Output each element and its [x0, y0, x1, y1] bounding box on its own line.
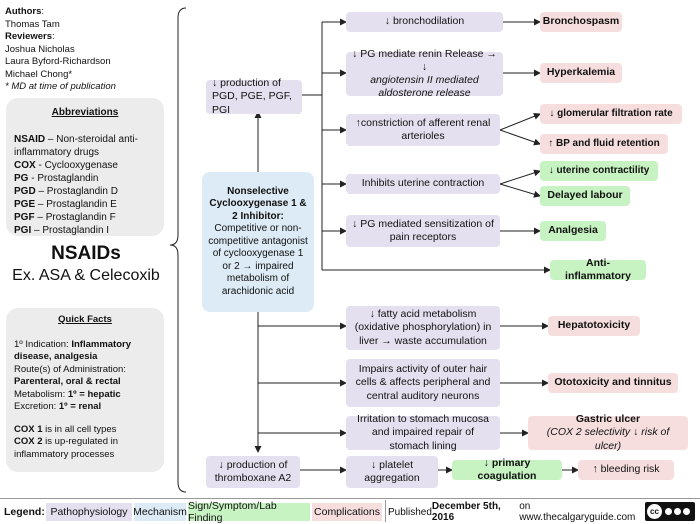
reviewer-name: Michael Chong*	[5, 68, 73, 80]
abbreviation-item: COX - Cyclooxygenase	[14, 160, 118, 171]
page-title: NSAIDs	[51, 243, 121, 264]
page-subtitle: Ex. ASA & Celecoxib	[12, 267, 160, 284]
author-note: * MD at time of publication	[5, 81, 116, 92]
bp-box: ↑ BP and fluid retention	[540, 134, 668, 154]
hyperkalemia-box: Hyperkalemia	[540, 63, 622, 83]
authors-block: Authors: Thomas Tam Reviewers: Joshua Ni…	[5, 6, 175, 94]
reviewers-label: Reviewers	[5, 31, 53, 42]
brace-left	[169, 7, 187, 493]
stomach-box: Irritation to stomach mucosa and impaire…	[346, 413, 500, 452]
mechanism-body: Competitive or non-competitive antagonis…	[208, 223, 308, 297]
abbreviation-item: PGE – Prostaglandin E	[14, 199, 117, 210]
coagulation-box: ↓ primary coagulation	[452, 457, 562, 482]
platelet-box: ↓ platelet aggregation	[346, 456, 438, 488]
reviewer-name: Laura Byford-Richardson	[5, 56, 111, 67]
delayed-labour-box: Delayed labour	[540, 186, 630, 206]
legend-label: Legend:	[4, 506, 45, 518]
renin-line1: ↓ PG mediate renin Release → ↓	[352, 47, 497, 73]
route-value: Parenteral, oral & rectal	[14, 376, 121, 387]
uterine-contractility-box: ↓ uterine contractility	[540, 161, 658, 181]
hair-cells-box: Impairs activity of outer hair cells & a…	[346, 359, 500, 407]
route: Route(s) of Administration:	[14, 363, 126, 375]
renin-box: ↓ PG mediate renin Release → ↓ angiotens…	[346, 48, 503, 99]
cox2-fact: COX 2 is up-regulated in inflammatory pr…	[14, 436, 119, 460]
bronchodilation-box: ↓ bronchodilation	[346, 12, 503, 32]
hepatotoxicity-box: Hepatotoxicity	[548, 316, 640, 336]
quick-facts-title: Quick Facts	[58, 314, 112, 325]
afferent-box: ↑constriction of afferent renal arteriol…	[346, 114, 500, 146]
mechanism-title: Nonselective Cyclooxygenase 1 & 2 Inhibi…	[209, 185, 307, 222]
renin-line2: angiotensin II mediated aldosterone rele…	[370, 74, 479, 100]
page-title-block: NSAIDs Ex. ASA & Celecoxib	[0, 243, 172, 285]
reviewer-name: Joshua Nicholas	[5, 43, 75, 55]
legend-pathophysiology: Pathophysiology	[46, 503, 132, 521]
gastric-ulcer-title: Gastric ulcer	[575, 413, 641, 426]
pain-box: ↓ PG mediated sensitization of pain rece…	[346, 215, 500, 247]
abbreviation-item: PGI – Prostaglandin I	[14, 225, 110, 236]
gfr-box: ↓ glomerular filtration rate	[540, 104, 682, 124]
analgesia-box: Analgesia	[540, 221, 606, 241]
thromboxane-box: ↓ production of thromboxane A2	[206, 456, 300, 488]
fatty-acid-box: ↓ fatty acid metabolism (oxidative phosp…	[346, 306, 500, 350]
indication: 1º Indication: Inflammatory disease, ana…	[14, 338, 131, 363]
gastric-ulcer-box: Gastric ulcer (COX 2 selectivity ↓ risk …	[528, 413, 688, 452]
metabolism: Metabolism: 1º = hepatic	[14, 388, 121, 400]
abbreviation-item: PGF – Prostaglandin F	[14, 212, 116, 223]
author-name: Thomas Tam	[5, 18, 60, 30]
excretion: Excretion: 1º = renal	[14, 401, 102, 412]
bronchospasm-box: Bronchospasm	[540, 12, 622, 32]
pg-production-box: ↓ production of PGD, PGE, PGF, PGI	[206, 77, 302, 116]
abbreviation-item: PGD – Prostaglandin D	[14, 186, 118, 197]
ototoxicity-box: Ototoxicity and tinnitus	[548, 373, 678, 393]
legend-mechanism: Mechanism	[133, 503, 187, 521]
authors-label: Authors	[5, 6, 42, 17]
legend-divider	[0, 498, 700, 499]
gastric-ulcer-note: (COX 2 selectivity ↓ risk of ulcer)	[546, 426, 670, 452]
bleeding-risk-box: ↑ bleeding risk	[578, 460, 674, 480]
anti-inflammatory-box: Anti-inflammatory	[550, 257, 646, 282]
abbreviations-panel: Abbreviations NSAID – Non-steroidal anti…	[6, 98, 164, 236]
legend-complications: Complications	[312, 503, 382, 521]
abbreviation-item: NSAID – Non-steroidal anti-inflammatory …	[14, 134, 138, 158]
cc-license-icon: cc	[645, 502, 695, 521]
quick-facts-panel: Quick Facts 1º Indication: Inflammatory …	[6, 308, 164, 472]
abbreviations-title: Abbreviations	[51, 107, 119, 118]
legend-separator	[385, 500, 386, 522]
mechanism-box: Nonselective Cyclooxygenase 1 & 2 Inhibi…	[202, 172, 314, 312]
cox1-fact: COX 1 is in all cell types	[14, 423, 117, 435]
published-text: Published December 5th, 2016 on www.thec…	[388, 501, 636, 523]
legend-sign: Sign/Symptom/Lab Finding	[188, 500, 310, 524]
uterine-box: Inhibits uterine contraction	[346, 174, 500, 194]
abbreviation-item: PG - Prostaglandin	[14, 173, 99, 184]
